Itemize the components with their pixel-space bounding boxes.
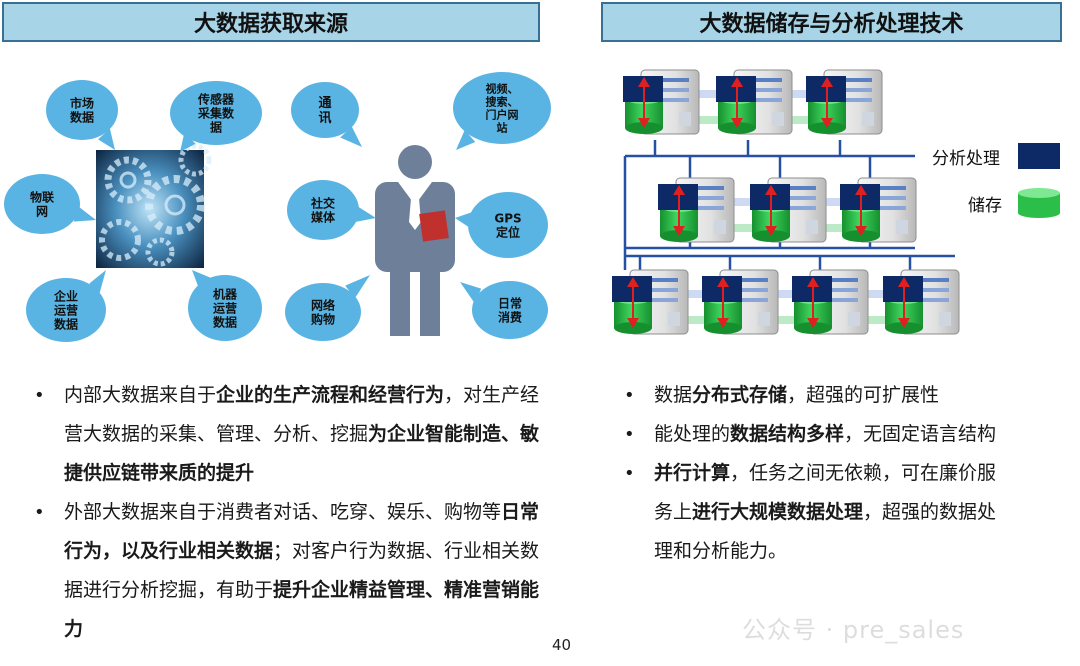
source-bubble-label: 门户网 [486, 107, 519, 121]
server-unit [806, 69, 883, 135]
right-panel-title: 大数据储存与分析处理技术 [601, 2, 1062, 42]
source-bubble-label: 据 [210, 119, 222, 134]
source-bubble-label: 数据 [70, 109, 94, 124]
source-bubble-label: 企业 [53, 288, 78, 303]
bullet-text-bold: 数据结构多样 [730, 423, 845, 445]
server-unit [658, 177, 735, 243]
source-bubble-label: 社交 [310, 195, 335, 210]
source-bubble-label: 网 [36, 204, 48, 218]
source-bubble-label: 采集数 [197, 105, 235, 120]
server-unit [716, 69, 793, 135]
server-unit [840, 177, 917, 243]
server-unit [702, 269, 779, 335]
bullet-item: 能处理的数据结构多样，无固定语言结构 [620, 415, 1000, 454]
server-unit [750, 177, 827, 243]
source-bubble-label: 数据 [54, 316, 78, 331]
bullet-text: ，超强的可扩展性 [787, 384, 940, 406]
legend-swatch-analysis [1018, 143, 1060, 169]
bullet-text: ；对客户行为数据、行业相关数据进行分析挖掘，有助于 [64, 540, 540, 601]
bullet-text: 数据 [654, 384, 693, 406]
source-bubble-label: 日常 [498, 295, 522, 310]
source-bubble-label: 市场 [70, 95, 94, 110]
source-bubble-label: 物联 [30, 189, 54, 204]
server-unit [883, 269, 960, 335]
source-bubble-label: GPS [494, 211, 521, 225]
bullet-text-bold: 提升企业精益管理、精准营销能力 [64, 579, 540, 640]
legend-label-analysis: 分析处理 [932, 149, 1000, 169]
source-bubble-label: 网络 [311, 297, 335, 312]
source-bubble-label: 定位 [496, 224, 520, 239]
server-rack-diagram [612, 69, 960, 335]
businessman-figure [375, 145, 455, 336]
source-bubble-label: 运营 [54, 302, 78, 317]
server-unit [612, 269, 689, 335]
source-bubble-label: 通 [318, 95, 331, 111]
source-bubble-label: 消费 [498, 309, 522, 324]
bullet-text: 外部大数据来自于消费者对话、吃穿、娱乐、购物等 [64, 501, 502, 523]
source-bubble-label: 购物 [311, 311, 335, 326]
source-bubble-label: 机器 [213, 286, 238, 301]
source-bubbles: 市场数据传感器采集数据物联网企业运营数据机器运营数据通讯视频、搜索、门户网站社交… [4, 72, 551, 342]
source-bubble-label: 传感器 [197, 91, 235, 106]
source-bubble-label: 讯 [318, 111, 331, 126]
bullet-text: ，无固定语言结构 [844, 423, 997, 445]
bullet-item: 数据分布式存储，超强的可扩展性 [620, 376, 1000, 415]
bullet-item: 外部大数据来自于消费者对话、吃穿、娱乐、购物等日常行为，以及行业相关数据；对客户… [30, 493, 550, 649]
bullet-text: ，对生产经营大数据的采集、管理、分析、挖掘 [64, 384, 540, 445]
bullet-text-bold: 企业的生产流程和经营行为 [216, 384, 445, 406]
bullet-text-bold: 并行计算 [654, 462, 731, 484]
bullet-item: 并行计算，任务之间无依赖，可在廉价服务上进行大规模数据处理，超强的数据处理和分析… [620, 454, 1000, 571]
bullet-item: 内部大数据来自于企业的生产流程和经营行为，对生产经营大数据的采集、管理、分析、挖… [30, 376, 550, 493]
bullet-text-bold: 为企业智能制造、敏捷供应链带来质的提升 [64, 423, 540, 484]
source-bubble-label: 视频、 [486, 81, 519, 95]
bullet-text-bold: 进行大规模数据处理 [692, 501, 864, 523]
bullet-text-bold: 分布式存储 [692, 384, 788, 406]
right-bullet-list: 数据分布式存储，超强的可扩展性能处理的数据结构多样，无固定语言结构并行计算，任务… [620, 376, 1000, 571]
bullet-text: ，任务之间无依赖，可在廉价服务上 [654, 462, 997, 523]
bullet-text: ，超强的数据处理和分析能力。 [654, 501, 997, 562]
bullet-text: 内部大数据来自于 [64, 384, 217, 406]
watermark: 公众号 · pre_sales [742, 616, 965, 644]
source-bubble-label: 运营 [213, 300, 237, 315]
source-bubble-label: 搜索、 [486, 94, 519, 108]
bullet-text-bold: 日常行为，以及行业相关数据 [64, 501, 540, 562]
server-unit [792, 269, 869, 335]
server-unit [623, 69, 700, 135]
bullet-text: 能处理的 [654, 423, 731, 445]
source-bubble: 通讯 [291, 82, 362, 147]
source-bubble-label: 站 [497, 120, 508, 134]
legend-label-storage: 储存 [968, 196, 1002, 216]
legend: 分析处理 储存 [932, 143, 1060, 218]
legend-swatch-storage [1018, 188, 1060, 218]
gears-image [96, 143, 212, 268]
source-bubble-label: 媒体 [311, 209, 336, 224]
page-number: 40 [552, 636, 572, 654]
left-bullet-list: 内部大数据来自于企业的生产流程和经营行为，对生产经营大数据的采集、管理、分析、挖… [30, 376, 550, 649]
source-bubble: 物联网 [4, 174, 96, 234]
source-bubble-label: 数据 [213, 314, 237, 329]
left-panel-title: 大数据获取来源 [2, 2, 540, 42]
